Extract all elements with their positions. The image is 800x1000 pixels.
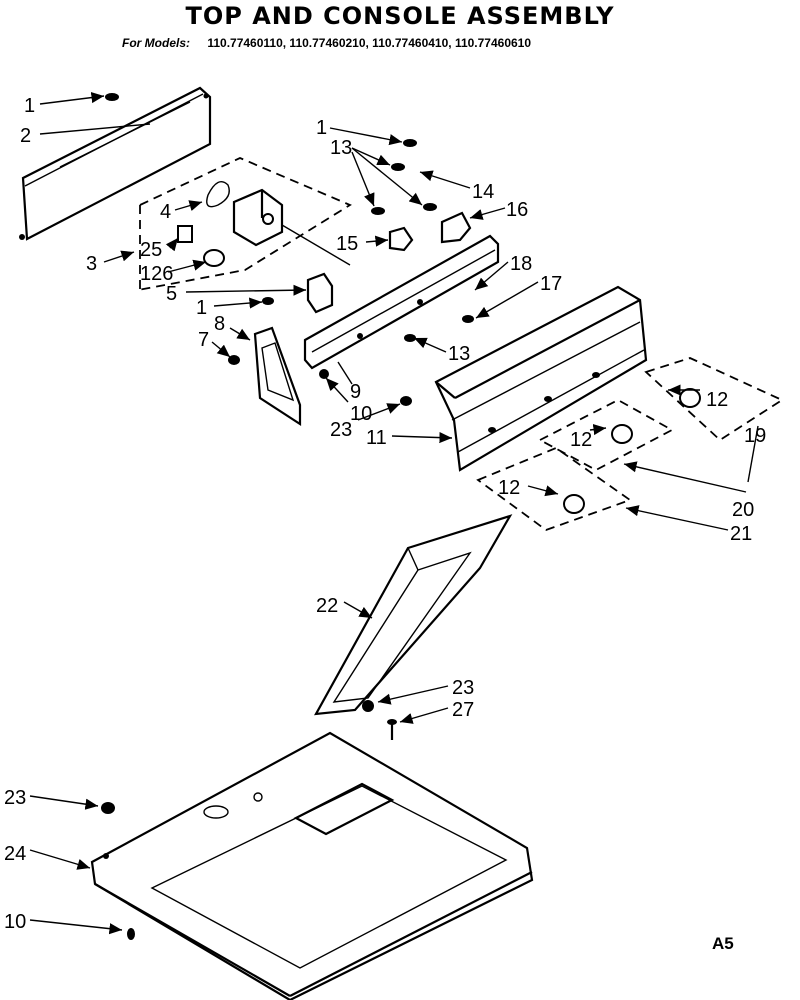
- callout-13: 13: [330, 137, 352, 159]
- part-top: [90, 731, 534, 1000]
- callout-19: 19: [744, 425, 766, 447]
- callout-8: 8: [214, 313, 225, 335]
- callout-27: 27: [452, 699, 474, 721]
- callout-7: 7: [198, 329, 209, 351]
- models-list: 110.77460110, 110.77460210, 110.77460410…: [207, 36, 532, 50]
- callout-22: 22: [316, 595, 338, 617]
- callout-23: 23: [452, 677, 474, 699]
- callout-3: 3: [86, 253, 97, 275]
- callout-11: 11: [366, 427, 387, 449]
- callout-13: 13: [448, 343, 470, 365]
- callout-25: 25: [140, 239, 162, 261]
- callout-2: 2: [20, 125, 31, 147]
- callout-1: 1: [24, 95, 35, 117]
- part-console-bracket: [303, 234, 500, 370]
- callout-24: 24: [4, 843, 26, 865]
- part-switches: [306, 211, 472, 314]
- callout-1: 1: [316, 117, 327, 139]
- callout-12: 12: [498, 477, 520, 499]
- callout-17: 17: [540, 273, 562, 295]
- callout-23: 23: [330, 419, 352, 441]
- callout-16: 16: [506, 199, 528, 221]
- models-label: For Models:: [122, 36, 190, 50]
- callout-9: 9: [350, 381, 361, 403]
- part-knob-groups: [476, 357, 784, 532]
- callout-10: 10: [4, 911, 26, 933]
- part-rear-panel: [19, 86, 212, 241]
- diagram-code: A5: [712, 934, 734, 953]
- callout-15: 15: [336, 233, 358, 255]
- models-line: For Models: 110.77460110, 110.77460210, …: [122, 36, 531, 50]
- callout-12: 12: [706, 389, 728, 411]
- callout-20: 20: [732, 499, 754, 521]
- part-console-panel: [434, 285, 648, 472]
- callout-18: 18: [510, 253, 532, 275]
- part-lid: [314, 514, 513, 740]
- leader-lines: [29, 92, 759, 935]
- callout-23: 23: [4, 787, 26, 809]
- callout-126: 126: [140, 263, 173, 285]
- callout-21: 21: [730, 523, 752, 545]
- callout-5: 5: [166, 283, 177, 305]
- part-timer: [177, 181, 351, 267]
- callout-1: 1: [196, 297, 207, 319]
- callout-4: 4: [160, 201, 171, 223]
- diagram-title: TOP AND CONSOLE ASSEMBLY: [185, 2, 615, 30]
- callout-14: 14: [472, 181, 494, 203]
- part-screws: [105, 93, 474, 342]
- callout-10: 10: [350, 403, 372, 425]
- callout-12: 12: [570, 429, 592, 451]
- part-control-group: [137, 157, 352, 291]
- part-end-cap: [228, 326, 412, 427]
